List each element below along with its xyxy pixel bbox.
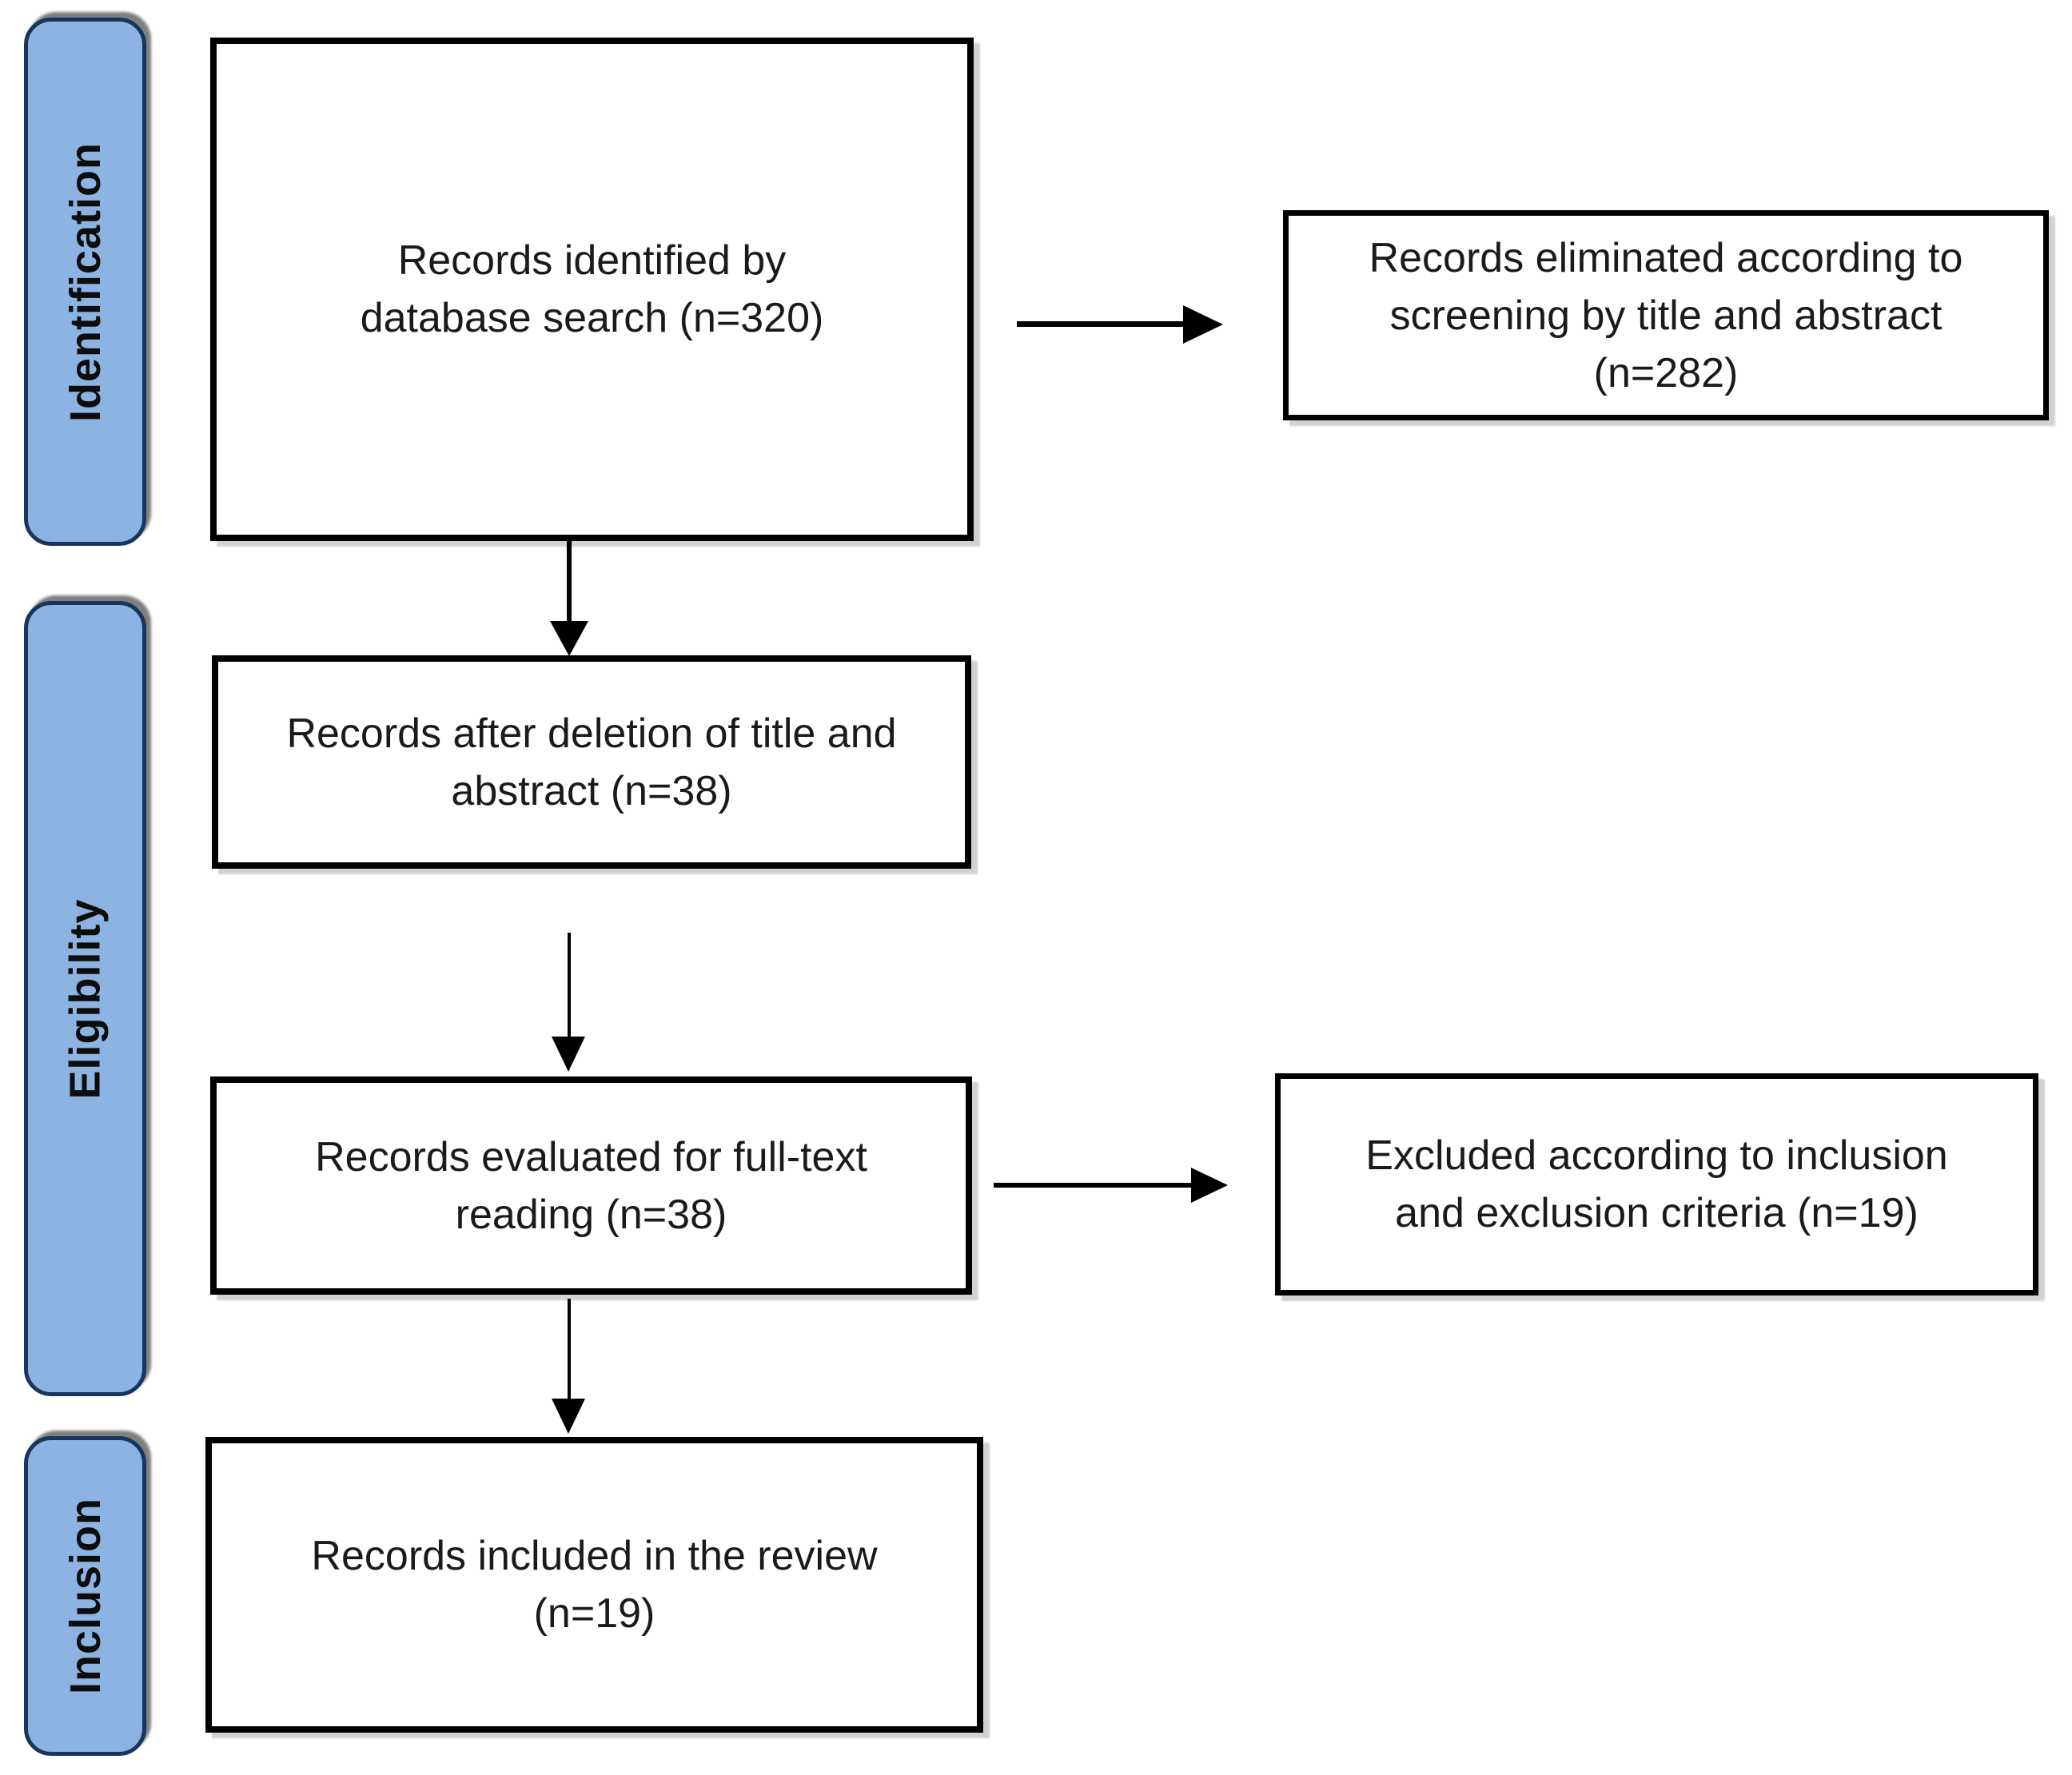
box-records-eliminated: Records eliminated according to screenin… [1283, 210, 2049, 420]
arrow-shaft [994, 1183, 1193, 1188]
arrowhead-down-icon [550, 621, 588, 656]
box-records-evaluated-text: Records evaluated for full-text reading … [315, 1133, 867, 1238]
stage-label-identification: Identification [61, 141, 110, 422]
stage-label-eligibility: Eligibility [61, 897, 110, 1100]
arrow-shaft [568, 1299, 571, 1400]
arrowhead-right-icon [1183, 305, 1223, 344]
arrow-shaft [567, 541, 572, 623]
arrow-shaft [568, 933, 571, 1038]
box-records-included-text: Records included in the review (n=19) [311, 1533, 878, 1637]
arrowhead-down-icon [552, 1399, 585, 1434]
stage-badge-inclusion: Inclusion [24, 1436, 146, 1756]
arrowhead-down-icon [552, 1037, 585, 1072]
box-records-identified-text: Records identified by database search (n… [360, 237, 824, 341]
stage-badge-identification: Identification [24, 18, 146, 546]
stage-badge-eligibility: Eligibility [24, 601, 146, 1396]
box-records-identified: Records identified by database search (n… [210, 38, 974, 541]
arrowhead-right-icon [1191, 1168, 1228, 1203]
box-records-evaluated: Records evaluated for full-text reading … [210, 1077, 972, 1295]
box-records-eliminated-text: Records eliminated according to screenin… [1369, 234, 1963, 396]
box-records-after-deletion-text: Records after deletion of title and abst… [286, 710, 897, 814]
box-records-excluded-text: Excluded according to inclusion and excl… [1365, 1132, 1948, 1236]
box-records-included: Records included in the review (n=19) [205, 1437, 983, 1733]
box-records-excluded: Excluded according to inclusion and excl… [1275, 1073, 2038, 1295]
stage-label-inclusion: Inclusion [61, 1497, 110, 1695]
arrow-shaft [1017, 321, 1185, 327]
box-records-after-deletion: Records after deletion of title and abst… [212, 655, 971, 869]
